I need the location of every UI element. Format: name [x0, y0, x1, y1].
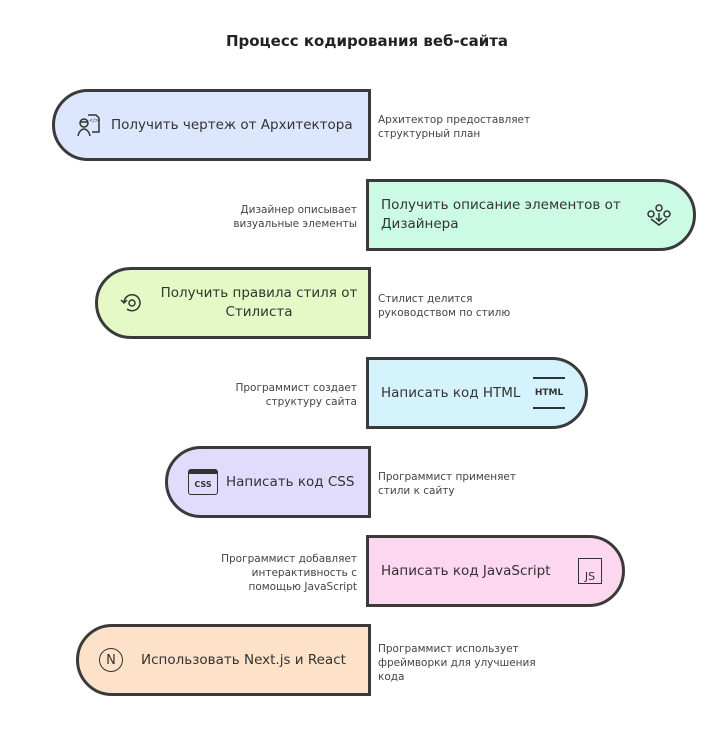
svg-text:</>: </> — [89, 118, 99, 124]
step-description: Дизайнер описывает визуальные элементы — [233, 204, 357, 230]
step-nextjs: N Использовать Next.js и React — [76, 624, 371, 696]
step-html: Написать код HTML HTML — [366, 357, 588, 429]
style-guide-icon — [118, 289, 146, 317]
step-designer: Получить описание элементов от Дизайнера — [366, 179, 696, 251]
step-label: Написать код CSS — [226, 473, 355, 490]
architect-icon: </> — [75, 111, 103, 139]
nextjs-icon: N — [99, 648, 123, 672]
step-description: Программист использует фреймворки для ул… — [378, 643, 536, 683]
step-architect: </> Получить чертеж от Архитектора — [52, 89, 371, 161]
step-label: Получить чертеж от Архитектора — [111, 116, 353, 133]
step-description: Программист создает структуру сайта — [235, 382, 357, 408]
html-icon: HTML — [533, 377, 565, 409]
css-icon: CSS — [188, 469, 218, 495]
javascript-icon: JS — [578, 558, 602, 584]
step-label: Получить правила стиля от Стилиста — [160, 285, 358, 320]
step-label: Написать код HTML — [381, 384, 521, 401]
step-description: Программист добавляет интерактивность с … — [221, 553, 357, 593]
step-label: Написать код JavaScript — [381, 562, 551, 579]
step-css: CSS Написать код CSS — [165, 446, 371, 518]
diagram-title: Процесс кодирования веб-сайта — [225, 32, 509, 50]
step-label: Получить описание элементов от Дизайнера — [381, 197, 621, 232]
step-description: Программист применяет стили к сайту — [378, 471, 516, 497]
design-elements-icon — [645, 201, 673, 229]
step-description: Стилист делится руководством по стилю — [378, 293, 511, 319]
step-stylist: Получить правила стиля от Стилиста — [95, 267, 371, 339]
step-label: Использовать Next.js и React — [141, 651, 346, 668]
step-description: Архитектор предоставляет структурный пла… — [378, 114, 531, 140]
step-javascript: Написать код JavaScript JS — [366, 535, 625, 607]
